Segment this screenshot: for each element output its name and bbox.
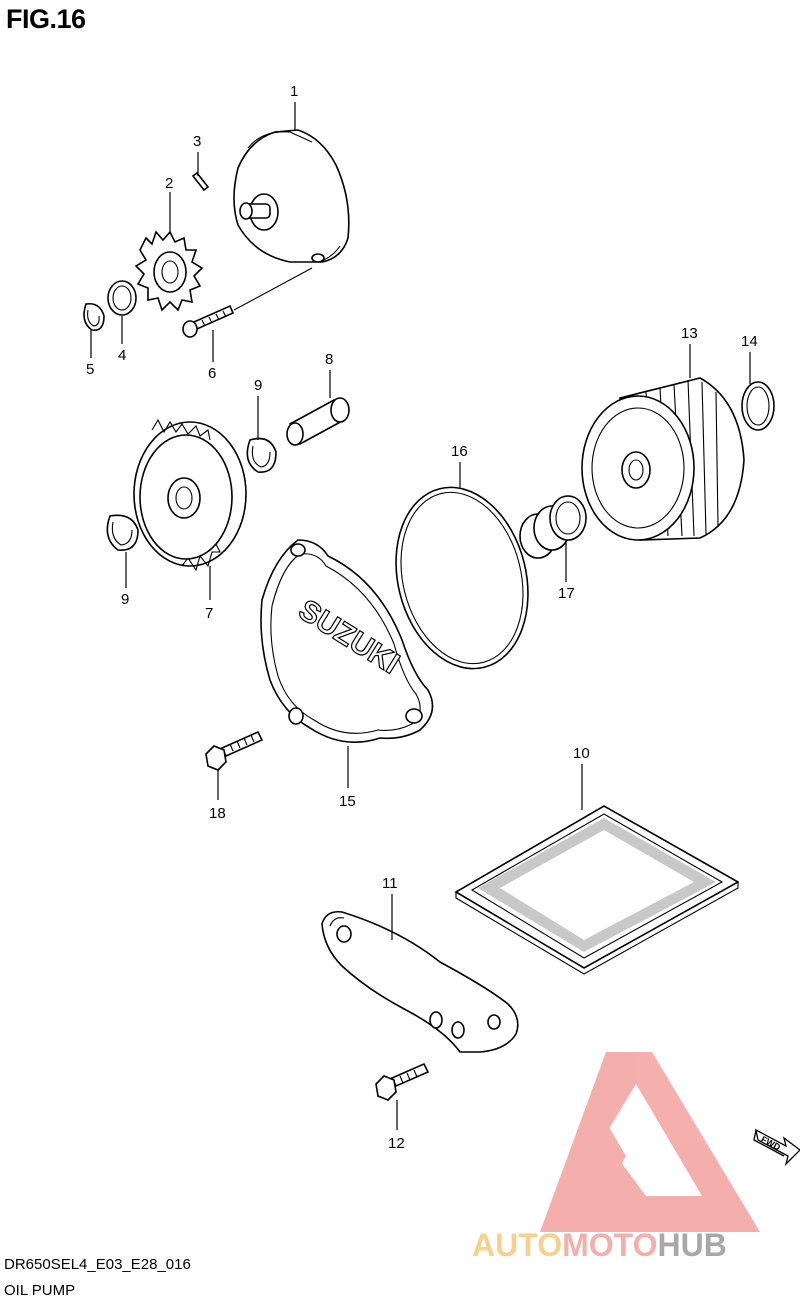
part-11-plate: [321, 910, 519, 1053]
part-2-rotor-gear: [134, 230, 204, 312]
part-4-washer: [107, 280, 137, 316]
callout-1: 1: [290, 83, 298, 100]
callout-5: 5: [86, 361, 94, 378]
svg-text:AUTOMOTOHUB: AUTOMOTOHUB: [472, 1227, 727, 1263]
callout-2: 2: [165, 175, 173, 192]
callout-9-upper: 9: [254, 377, 262, 394]
part-16-gasket-ring: [395, 486, 529, 670]
watermark-moto: MOTO: [562, 1227, 657, 1263]
callout-15: 15: [339, 793, 356, 810]
part-9-circlip-lower: [106, 514, 139, 551]
part-14-o-ring: [741, 381, 775, 431]
callout-6: 6: [208, 365, 216, 382]
watermark-hub: HUB: [657, 1227, 726, 1263]
callout-12: 12: [388, 1135, 405, 1152]
part-10-oil-strainer: [454, 805, 740, 975]
callout-10: 10: [573, 745, 590, 762]
part-9-circlip-upper: [246, 437, 277, 473]
part-5-circlip: [83, 302, 105, 332]
part-1-pump-housing: [233, 129, 350, 263]
watermark-auto: AUTO: [472, 1227, 562, 1263]
callout-11: 11: [382, 875, 398, 892]
callout-13: 13: [681, 325, 698, 342]
part-17-spring: [519, 495, 587, 559]
part-12-bolt: [375, 1062, 430, 1101]
callout-9-lower: 9: [121, 591, 129, 608]
part-18-bolt: [205, 730, 264, 771]
diagram-name: OIL PUMP: [4, 1282, 76, 1299]
callout-14: 14: [741, 333, 758, 350]
diagram-code: DR650SEL4_E03_E28_016: [4, 1256, 191, 1273]
part-3-pin: [191, 171, 210, 192]
watermark-logo: AUTOMOTOHUB: [472, 1052, 760, 1263]
callout-16: 16: [451, 443, 468, 460]
part-7-driven-gear: [133, 418, 247, 572]
part-8-shaft: [286, 397, 350, 446]
callout-17: 17: [558, 585, 575, 602]
fwd-arrow: FWD: [753, 1128, 800, 1167]
figure-title: FIG.16: [6, 4, 86, 34]
callout-numbers: 1 3 2 5 4 6 8 9 7 9 13 14 16 17 18 15 10…: [86, 83, 758, 1152]
callout-18: 18: [209, 805, 226, 822]
callout-3: 3: [193, 133, 201, 150]
part-6-screw: [182, 304, 235, 338]
callout-7: 7: [205, 605, 213, 622]
callout-8: 8: [325, 351, 333, 368]
part-13-oil-filter: [581, 377, 745, 541]
callout-4: 4: [118, 347, 126, 364]
leader-lines: [90, 102, 751, 1130]
